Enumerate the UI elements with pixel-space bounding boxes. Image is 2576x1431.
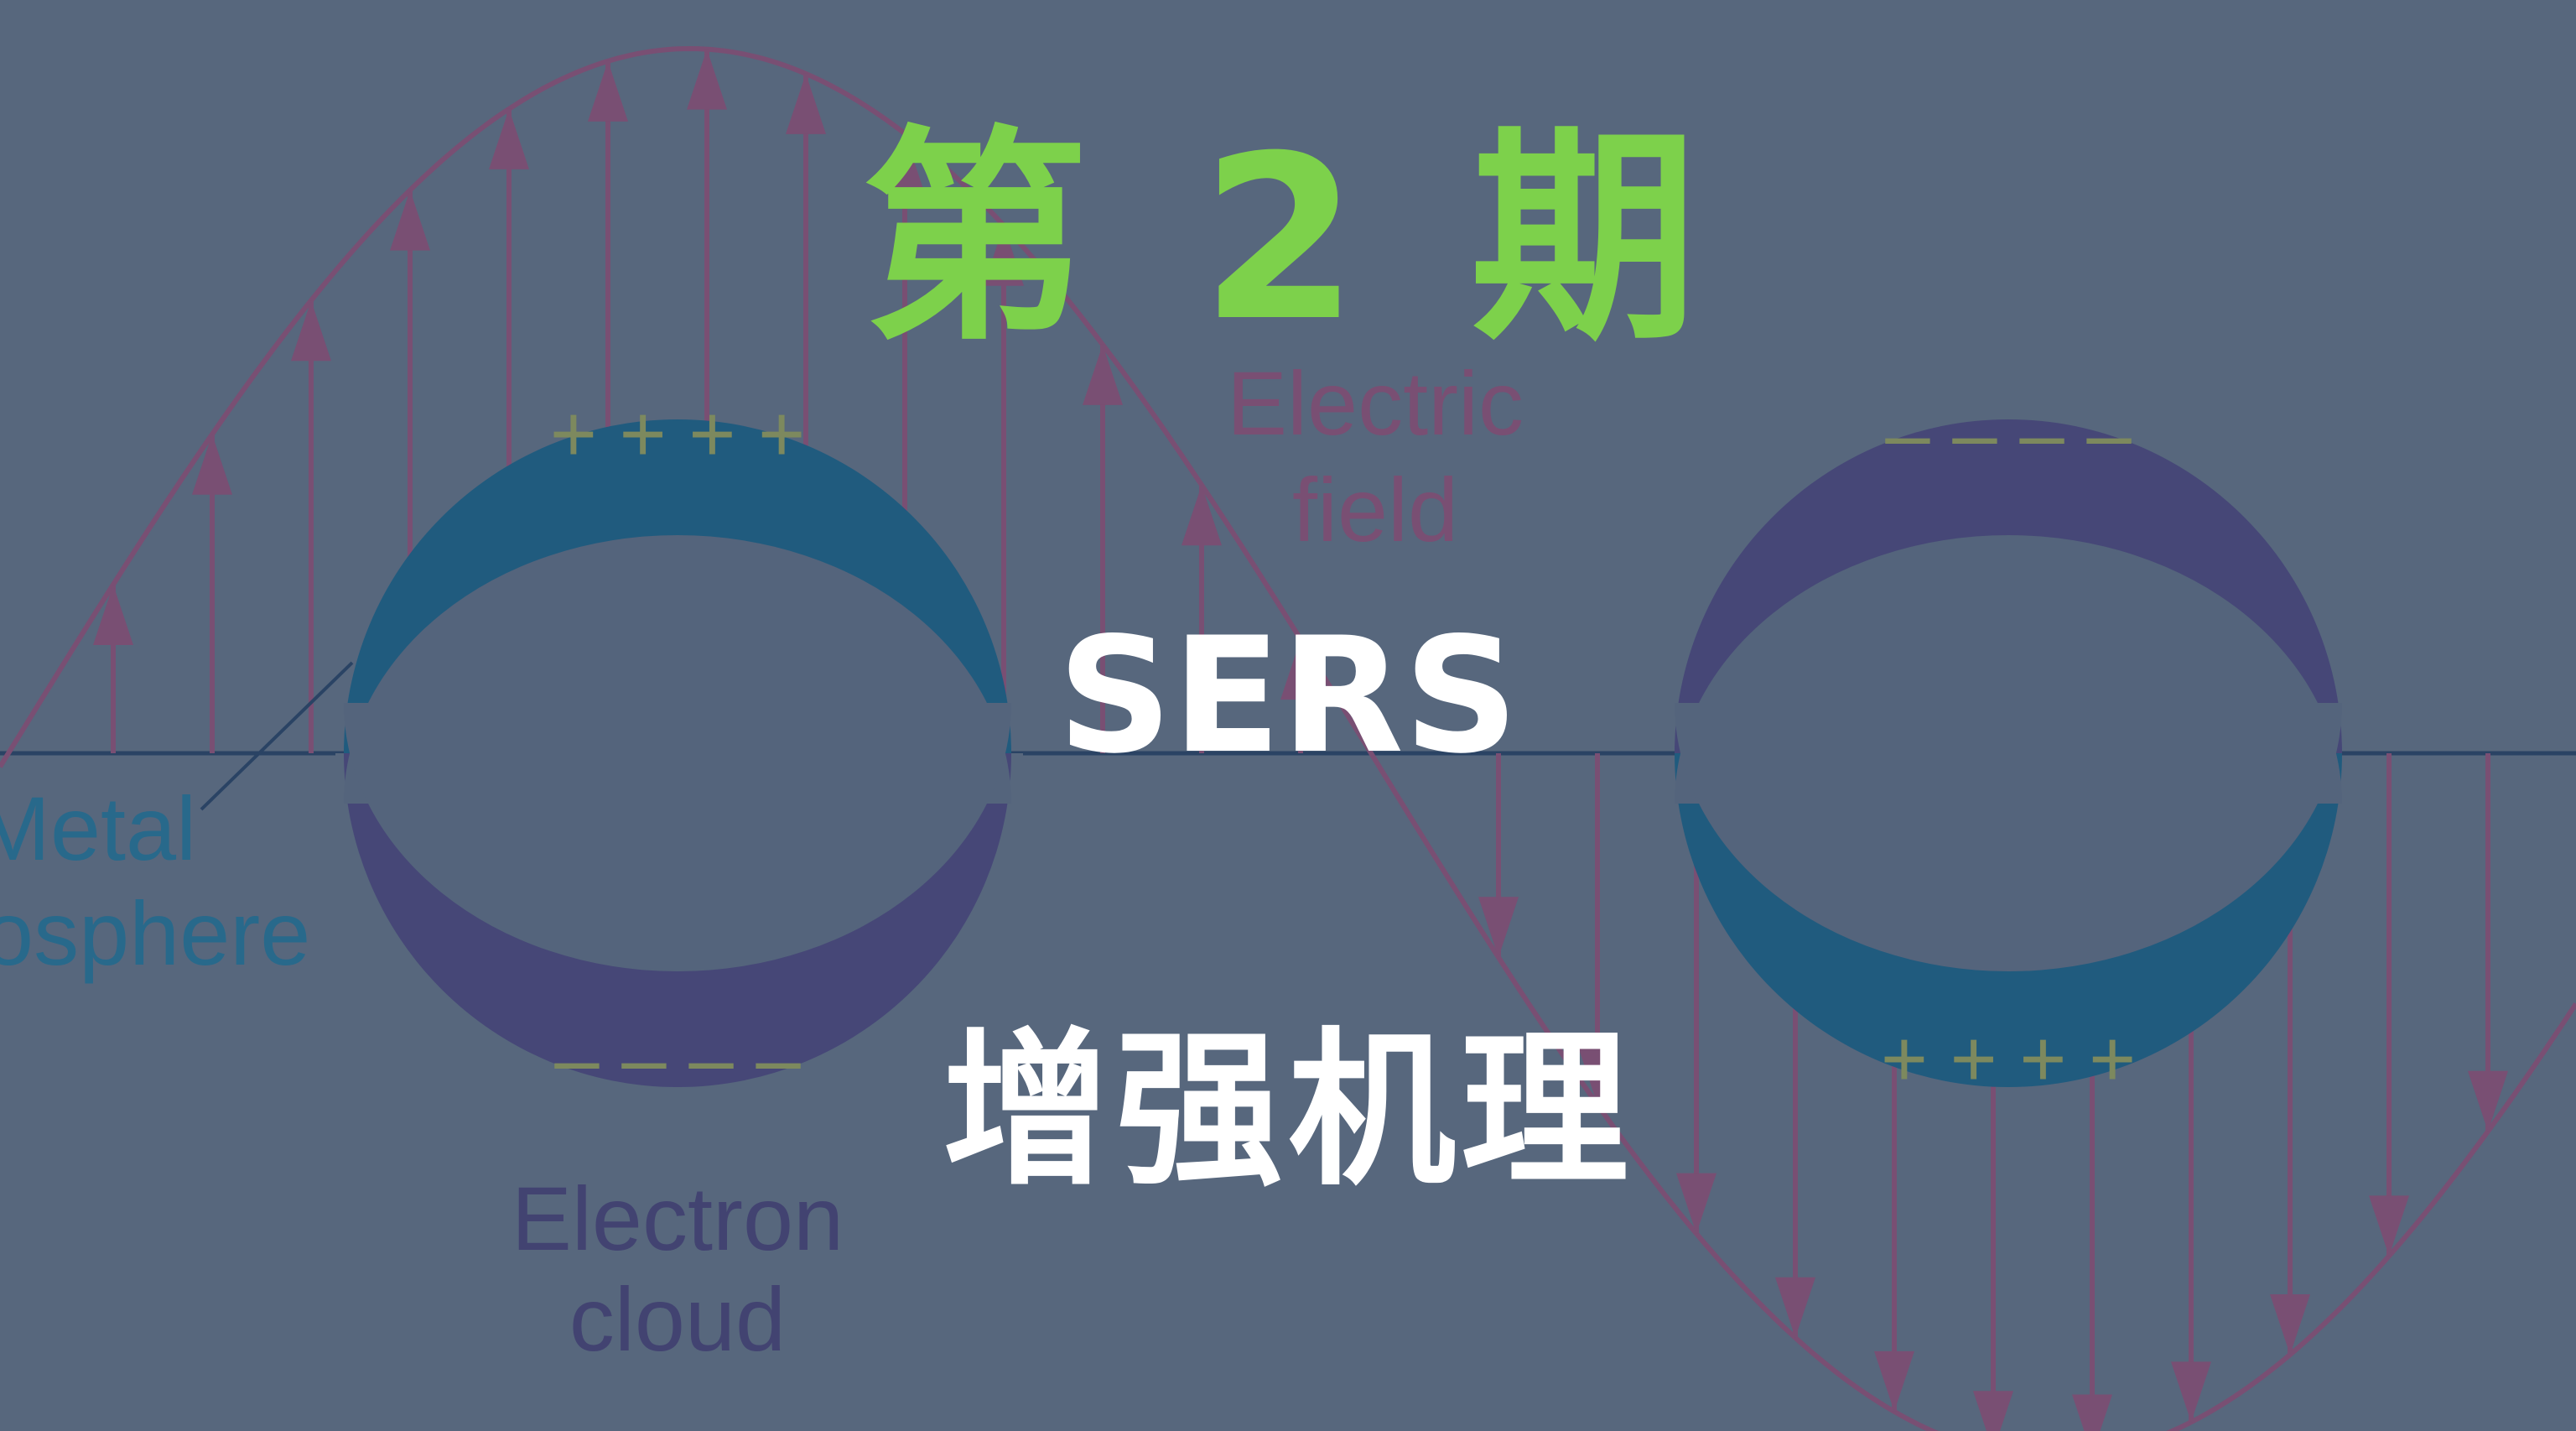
- field-arrow-head: [1973, 1391, 2013, 1431]
- episode-number: 第 2 期: [862, 107, 1714, 371]
- field-arrow-head: [489, 108, 529, 169]
- electric-field-wave: [0, 45, 2576, 1431]
- right-nanosphere: [1675, 419, 2342, 1087]
- field-arrow-head: [1775, 1277, 1815, 1338]
- field-arrow-head: [786, 73, 826, 134]
- left-nanosphere: [335, 419, 1023, 1106]
- field-arrow-head: [2468, 1070, 2508, 1132]
- field-arrow-head: [1280, 639, 1321, 700]
- label-electron: Electron: [512, 1168, 844, 1269]
- left-plus-signs: + + + +: [550, 389, 805, 479]
- field-arrow-head: [885, 133, 925, 195]
- field-arrow-head: [93, 584, 133, 645]
- field-arrow-head: [390, 190, 430, 251]
- label-metal: Metal: [0, 778, 196, 879]
- right-plus-signs: + + + +: [1881, 1014, 2136, 1104]
- field-arrow-head: [1478, 897, 1519, 958]
- right-minus-signs: – – – –: [1885, 389, 2132, 479]
- field-arrow-head: [984, 225, 1024, 286]
- sub-title: 增强机理: [942, 1013, 1633, 1209]
- field-arrow-head: [588, 60, 628, 122]
- field-arrow-head: [1182, 485, 1222, 546]
- label-cloud: cloud: [569, 1268, 786, 1370]
- field-arrow-head: [2369, 1195, 2409, 1257]
- field-arrow-head: [192, 434, 232, 495]
- label-field: field: [1292, 459, 1458, 560]
- field-arrow-head: [1874, 1350, 1914, 1412]
- metal-pointer-line: [200, 661, 354, 811]
- label-electric: Electric: [1227, 352, 1524, 454]
- left-minus-signs: – – – –: [554, 1014, 801, 1104]
- field-arrow-head: [2072, 1394, 2112, 1431]
- field-arrow-head: [2171, 1361, 2211, 1423]
- field-arrow-head: [1577, 1043, 1618, 1105]
- field-arrow-head: [291, 300, 331, 362]
- field-arrow-head: [1676, 1173, 1716, 1234]
- field-arrow-head: [687, 49, 727, 110]
- main-title: SERS: [1057, 603, 1519, 788]
- field-arrow-head: [2270, 1293, 2310, 1355]
- label-nanosphere: osphere: [0, 882, 310, 984]
- field-arrow-head: [1083, 344, 1123, 405]
